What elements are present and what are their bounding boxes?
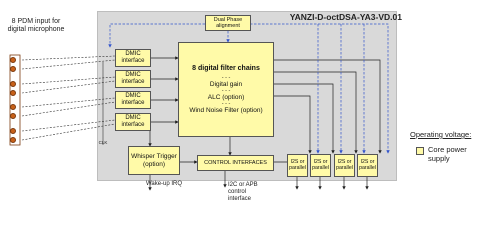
- dual-phase-block: Dual Phase alignment: [205, 15, 251, 31]
- chip-title: YANZI-D-octDSA-YA3-VD.01: [289, 12, 402, 22]
- i2s-block: I2S or parallel: [334, 154, 355, 177]
- pdm-input-label: 8 PDM input for digital microphone: [7, 18, 65, 34]
- i2s-block: I2S or parallel: [310, 154, 331, 177]
- whisper-trigger-block: Whisper Trigger (option): [128, 146, 180, 175]
- clk-label: CLK: [98, 140, 108, 145]
- filter-sep: - - -: [221, 74, 231, 81]
- dmic-block: DMIC interface: [115, 49, 151, 67]
- filter-digital-gain: Digital gain: [209, 80, 243, 88]
- filter-sep: - - -: [221, 87, 231, 94]
- wakeup-irq-label: Wake-up IRQ: [145, 181, 183, 187]
- pdm-pad: [10, 137, 16, 143]
- i2s-block: I2S or parallel: [357, 154, 378, 177]
- legend-swatch: [416, 147, 424, 155]
- filter-chain-block: 8 digital filter chains - - - Digital ga…: [178, 42, 274, 137]
- pdm-pad: [10, 128, 16, 134]
- operating-voltage-title: Operating voltage:: [410, 130, 472, 139]
- pdm-pad: [10, 104, 16, 110]
- pdm-pad: [10, 113, 16, 119]
- control-interfaces-block: CONTROL INTERFACES: [197, 155, 274, 171]
- pdm-pad: [10, 90, 16, 96]
- pdm-pad: [10, 81, 16, 87]
- dmic-block: DMIC interface: [115, 91, 151, 109]
- pdm-pad: [10, 66, 16, 72]
- i2c-apb-label: I2C or APB control interface: [228, 182, 258, 202]
- i2s-block: I2S or parallel: [287, 154, 308, 177]
- filter-wind-noise: Wind Noise Filter (option): [189, 106, 263, 114]
- filter-sep: - - -: [221, 100, 231, 107]
- legend-core-power-label: Core power supply: [428, 145, 467, 163]
- signal-lines: [9, 23, 390, 191]
- filter-title: 8 digital filter chains: [192, 64, 260, 72]
- pdm-pad: [10, 57, 16, 63]
- dmic-block: DMIC interface: [115, 113, 151, 131]
- dmic-block: DMIC interface: [115, 70, 151, 88]
- filter-alc: ALC (option): [207, 93, 245, 101]
